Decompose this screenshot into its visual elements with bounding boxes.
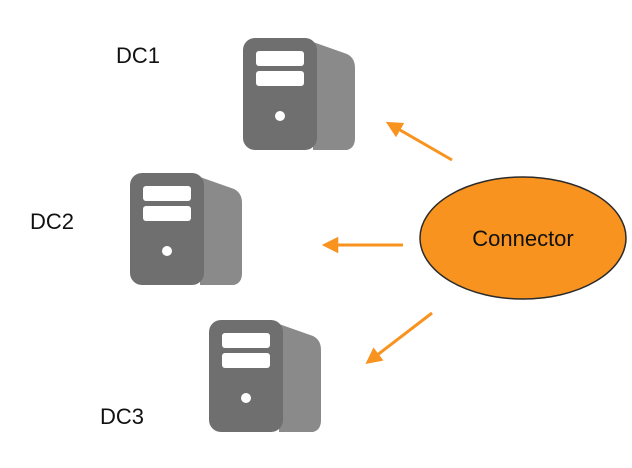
arrow-to-dc3: [365, 311, 433, 365]
server-dc2: DC2: [30, 173, 242, 285]
server-tower-icon: [243, 38, 355, 150]
server-label-dc1: DC1: [116, 43, 160, 68]
server-label-dc3: DC3: [100, 404, 144, 429]
server-dc3: DC3: [100, 320, 321, 432]
connector-label: Connector: [472, 226, 574, 251]
server-tower-icon: [130, 173, 242, 285]
server-dc1: DC1: [116, 38, 355, 150]
arrow-to-dc1: [385, 121, 453, 162]
server-label-dc2: DC2: [30, 209, 74, 234]
server-tower-icon: [209, 320, 321, 432]
connector-ellipse: [419, 176, 627, 300]
connector-node: Connector: [419, 176, 627, 300]
